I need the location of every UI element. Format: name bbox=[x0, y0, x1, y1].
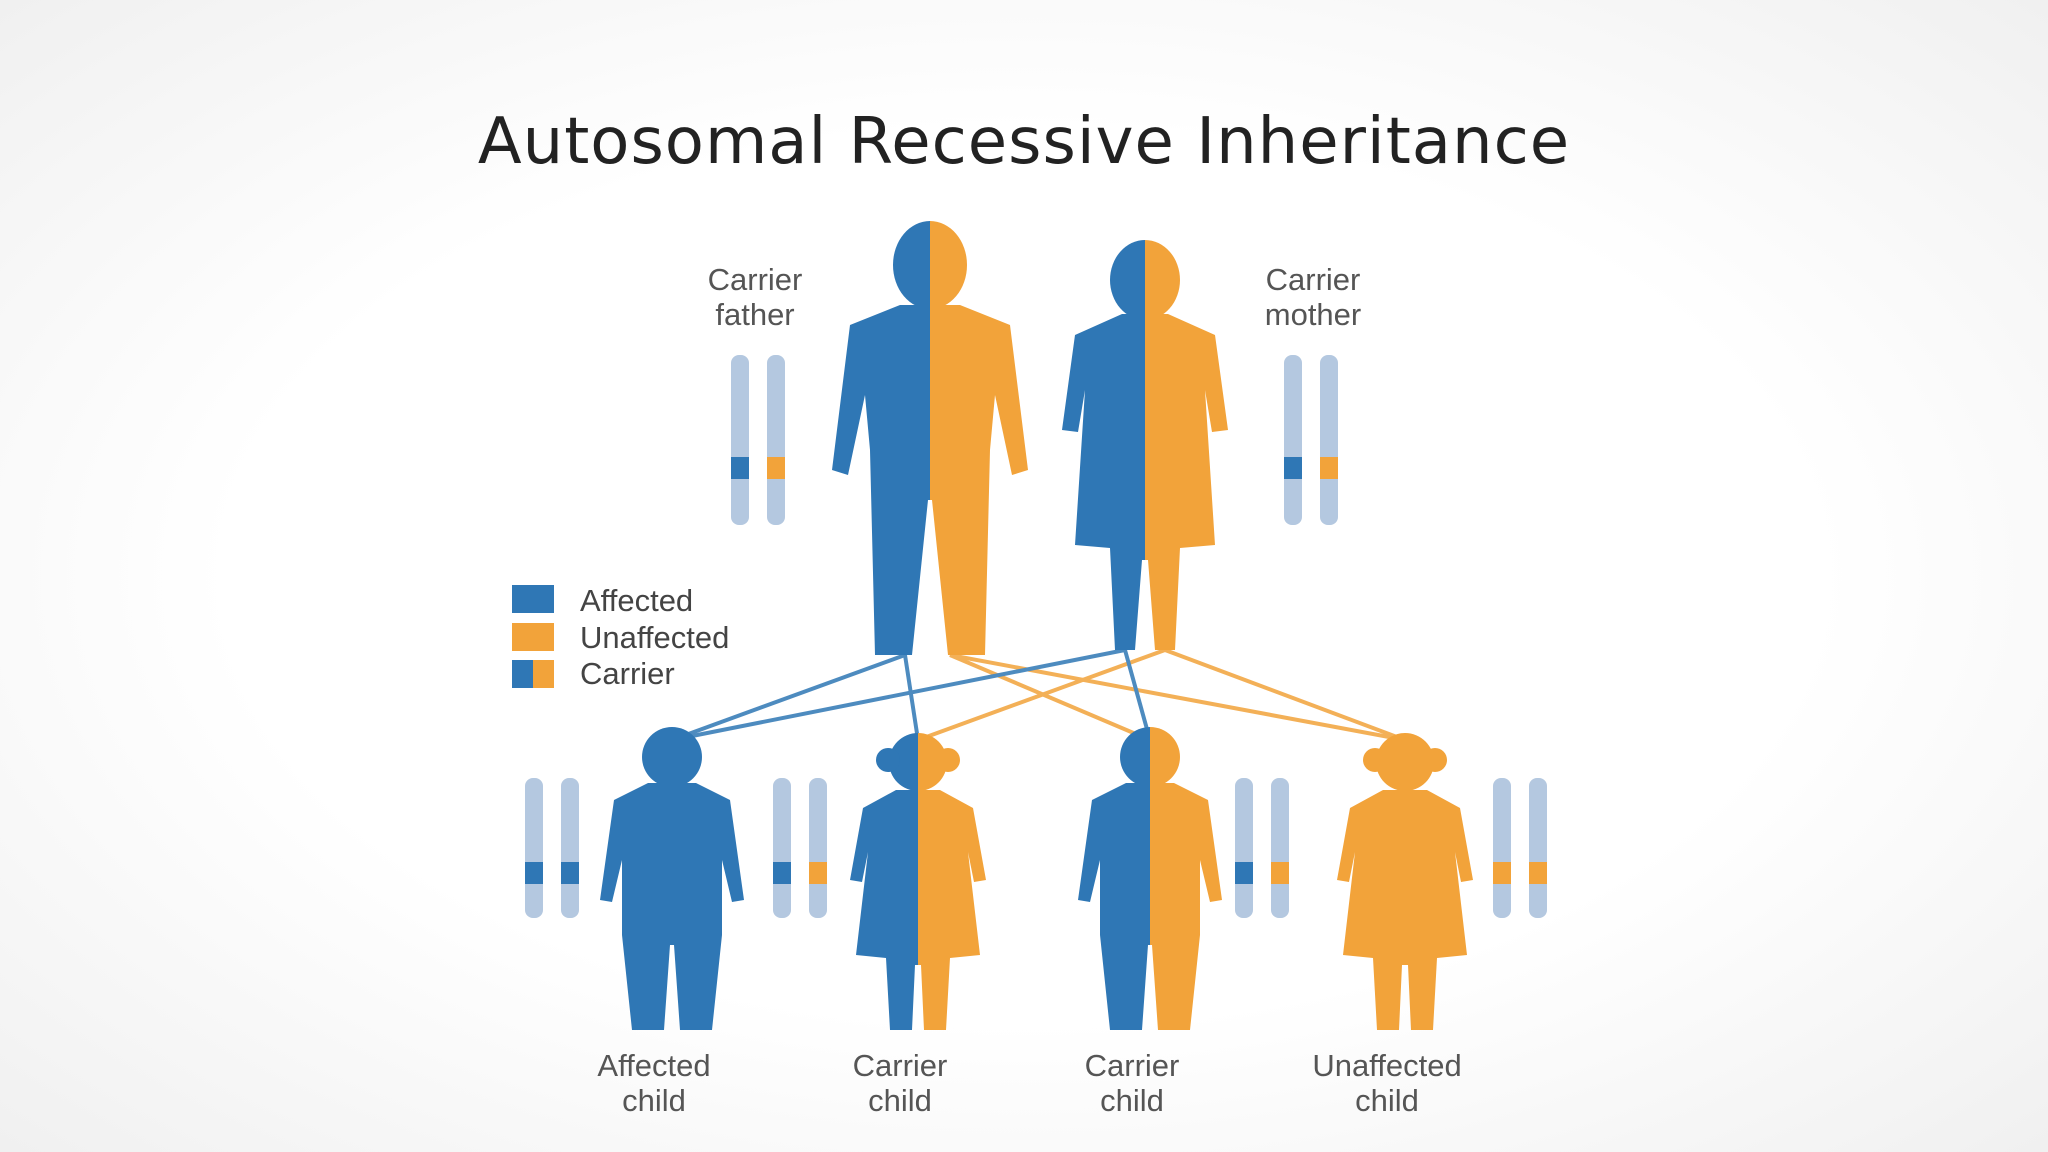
chromosome-right bbox=[1529, 778, 1547, 918]
child-2-label-line1: Carrier bbox=[853, 1048, 948, 1083]
gene-band-left bbox=[1235, 862, 1253, 884]
gene-band-left bbox=[773, 862, 791, 884]
father-label-line1: Carrier bbox=[708, 262, 803, 297]
father-to-child3-line bbox=[949, 653, 1151, 742]
chromosome-right bbox=[767, 355, 785, 525]
child-3-label-line1: Carrier bbox=[1085, 1048, 1180, 1083]
legend-item-affected: Affected bbox=[512, 583, 693, 618]
chromosome-right bbox=[809, 778, 827, 918]
child-1-chromosome-pair bbox=[525, 778, 579, 918]
gene-band-left bbox=[1493, 862, 1511, 884]
chromosome-left bbox=[525, 778, 543, 918]
chromosome-right bbox=[1271, 778, 1289, 918]
mother-to-child2-line bbox=[917, 648, 1166, 742]
gene-band-left bbox=[731, 457, 749, 479]
legend-label-carrier: Carrier bbox=[580, 656, 675, 691]
chromosome-pairs bbox=[525, 355, 1547, 918]
child-4-label-line2: child bbox=[1355, 1083, 1419, 1118]
child-4-chromosome-pair bbox=[1493, 778, 1547, 918]
child-1-label-line1: Affected bbox=[597, 1048, 710, 1083]
gene-band-right bbox=[767, 457, 785, 479]
child-2-chromosome-pair bbox=[773, 778, 827, 918]
legend-item-unaffected: Unaffected bbox=[512, 620, 729, 655]
father-figure bbox=[832, 221, 1028, 655]
legend-swatch-carrier-left bbox=[512, 660, 533, 688]
gene-band-right bbox=[1271, 862, 1289, 884]
child-4-label-line1: Unaffected bbox=[1312, 1048, 1461, 1083]
father-to-child4-line bbox=[949, 653, 1406, 742]
chromosome-left bbox=[1493, 778, 1511, 918]
mother-label-line1: Carrier bbox=[1266, 262, 1361, 297]
father-label-line2: father bbox=[715, 297, 794, 332]
mother-to-child1-line bbox=[671, 648, 1126, 742]
father-to-child2-line bbox=[903, 654, 920, 741]
legend: Affected Unaffected Carrier bbox=[512, 583, 729, 691]
chromosome-left bbox=[773, 778, 791, 918]
chromosome-right bbox=[561, 778, 579, 918]
gene-band-right bbox=[561, 862, 579, 884]
chromosome-left bbox=[1284, 355, 1302, 525]
gene-band-left bbox=[1284, 457, 1302, 479]
inheritance-lines bbox=[671, 648, 1406, 742]
child-2-label-line2: child bbox=[868, 1083, 932, 1118]
legend-item-carrier: Carrier bbox=[512, 656, 675, 691]
father-chromosome-pair bbox=[731, 355, 785, 525]
gene-band-right bbox=[1529, 862, 1547, 884]
child-3-chromosome-pair bbox=[1235, 778, 1289, 918]
legend-swatch-carrier-right bbox=[533, 660, 554, 688]
gene-band-left bbox=[525, 862, 543, 884]
mother-chromosome-pair bbox=[1284, 355, 1338, 525]
children-figures: AffectedchildCarrierchildCarrierchildUna… bbox=[597, 727, 1473, 1118]
child-3-label-line2: child bbox=[1100, 1083, 1164, 1118]
legend-swatch-affected bbox=[512, 585, 554, 613]
legend-label-affected: Affected bbox=[580, 583, 693, 618]
chromosome-right bbox=[1320, 355, 1338, 525]
mother-to-child3-line bbox=[1123, 649, 1152, 741]
father-to-child1-line bbox=[671, 653, 906, 742]
mother-figure bbox=[1062, 240, 1228, 650]
legend-label-unaffected: Unaffected bbox=[580, 620, 729, 655]
mother-label-line2: mother bbox=[1265, 297, 1361, 332]
chromosome-left bbox=[1235, 778, 1253, 918]
gene-band-right bbox=[1320, 457, 1338, 479]
chromosome-left bbox=[731, 355, 749, 525]
gene-band-right bbox=[809, 862, 827, 884]
diagram-title: Autosomal Recessive Inheritance bbox=[477, 105, 1571, 179]
mother-to-child4-line bbox=[1164, 648, 1406, 742]
legend-swatch-unaffected bbox=[512, 623, 554, 651]
child-1-label-line2: child bbox=[622, 1083, 686, 1118]
